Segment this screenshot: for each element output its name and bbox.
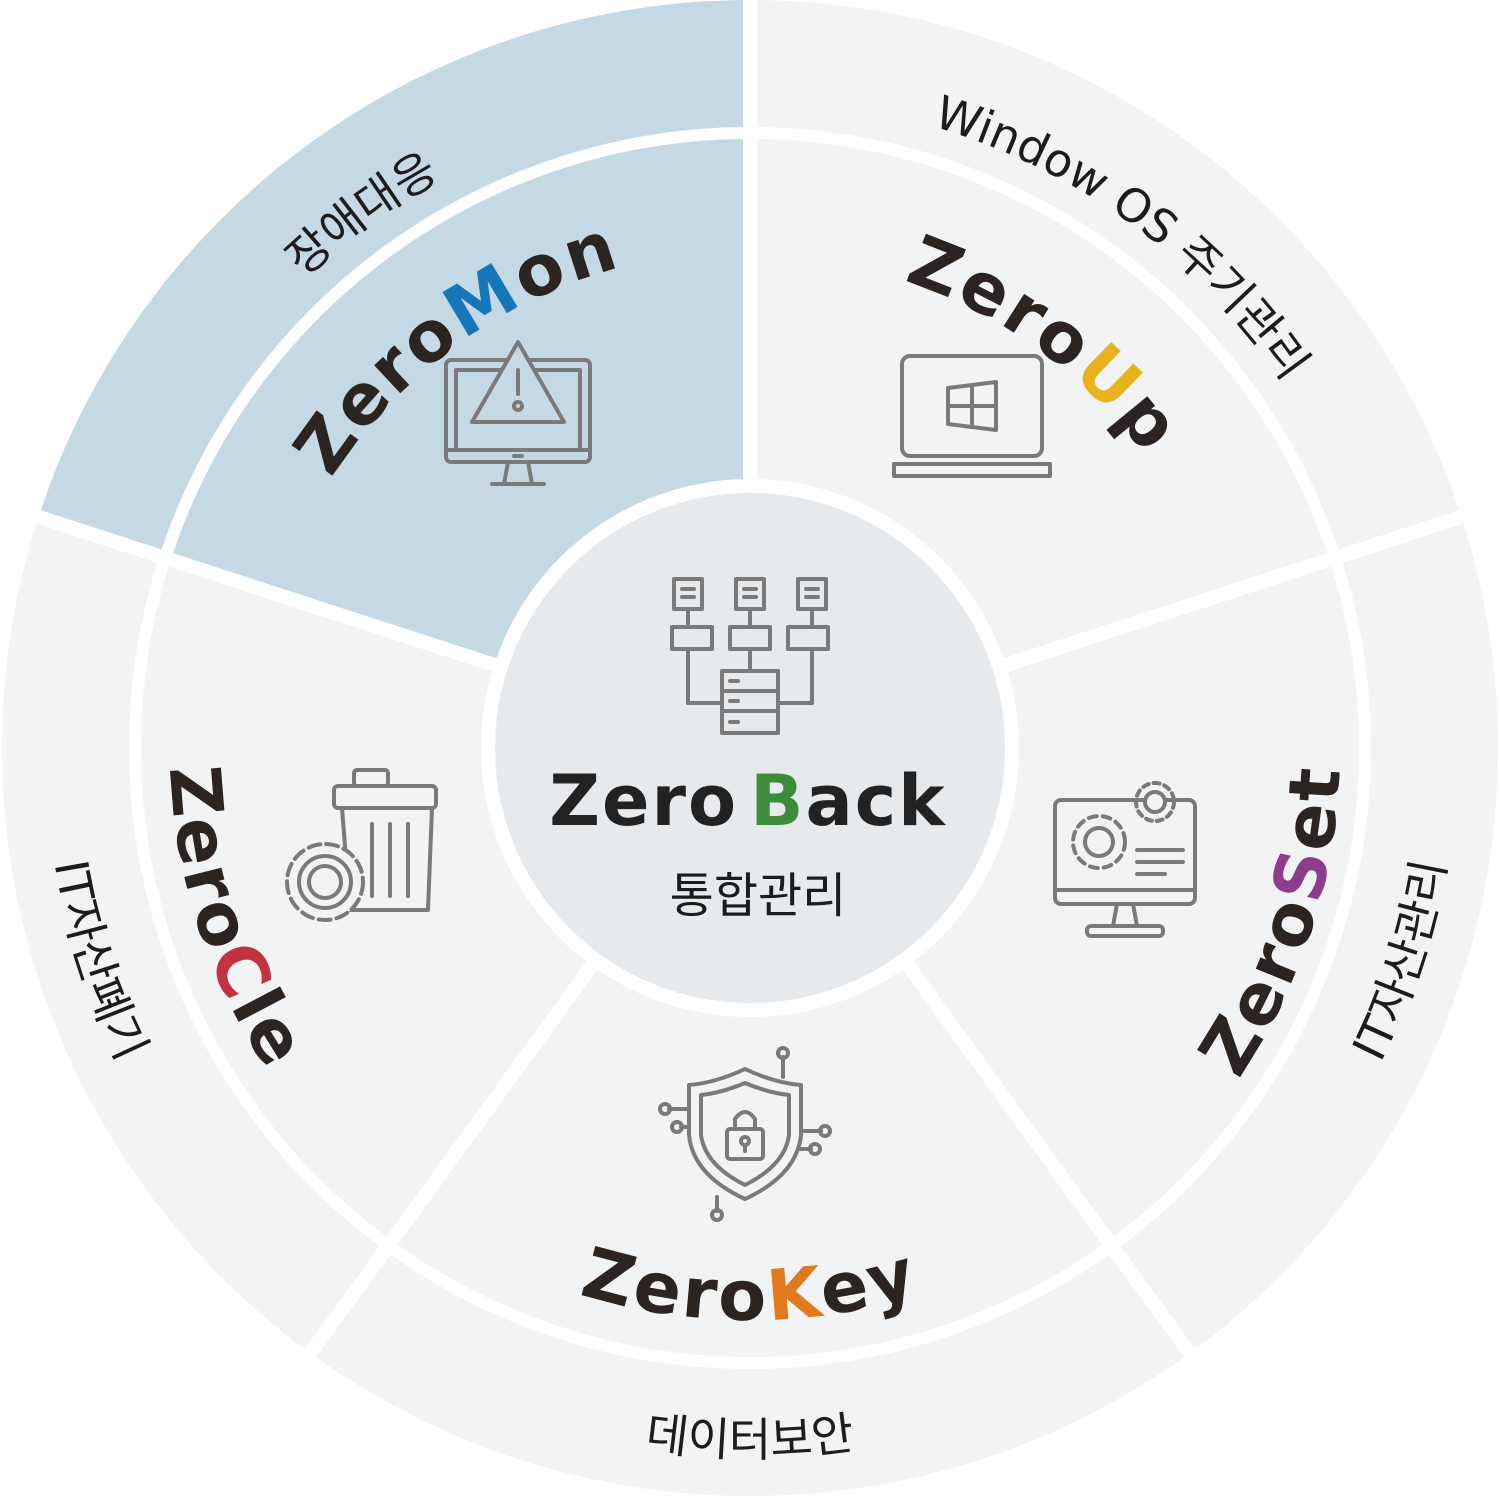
ring-divider (129, 127, 1371, 1369)
category-label-zerokey: 데이터보안 (643, 1406, 857, 1467)
sector-zerokey (310, 748, 1190, 1496)
laptop-windows-icon (892, 354, 1052, 478)
network-server-icon (670, 577, 830, 735)
shield-lock-icon (658, 1046, 832, 1222)
trash-gear-icon (285, 768, 438, 922)
monitor-settings-icon (1053, 781, 1197, 938)
center-subtitle: 통합관리 (670, 868, 847, 924)
monitor-alert-icon (444, 340, 592, 486)
center-hub (481, 479, 1019, 1017)
